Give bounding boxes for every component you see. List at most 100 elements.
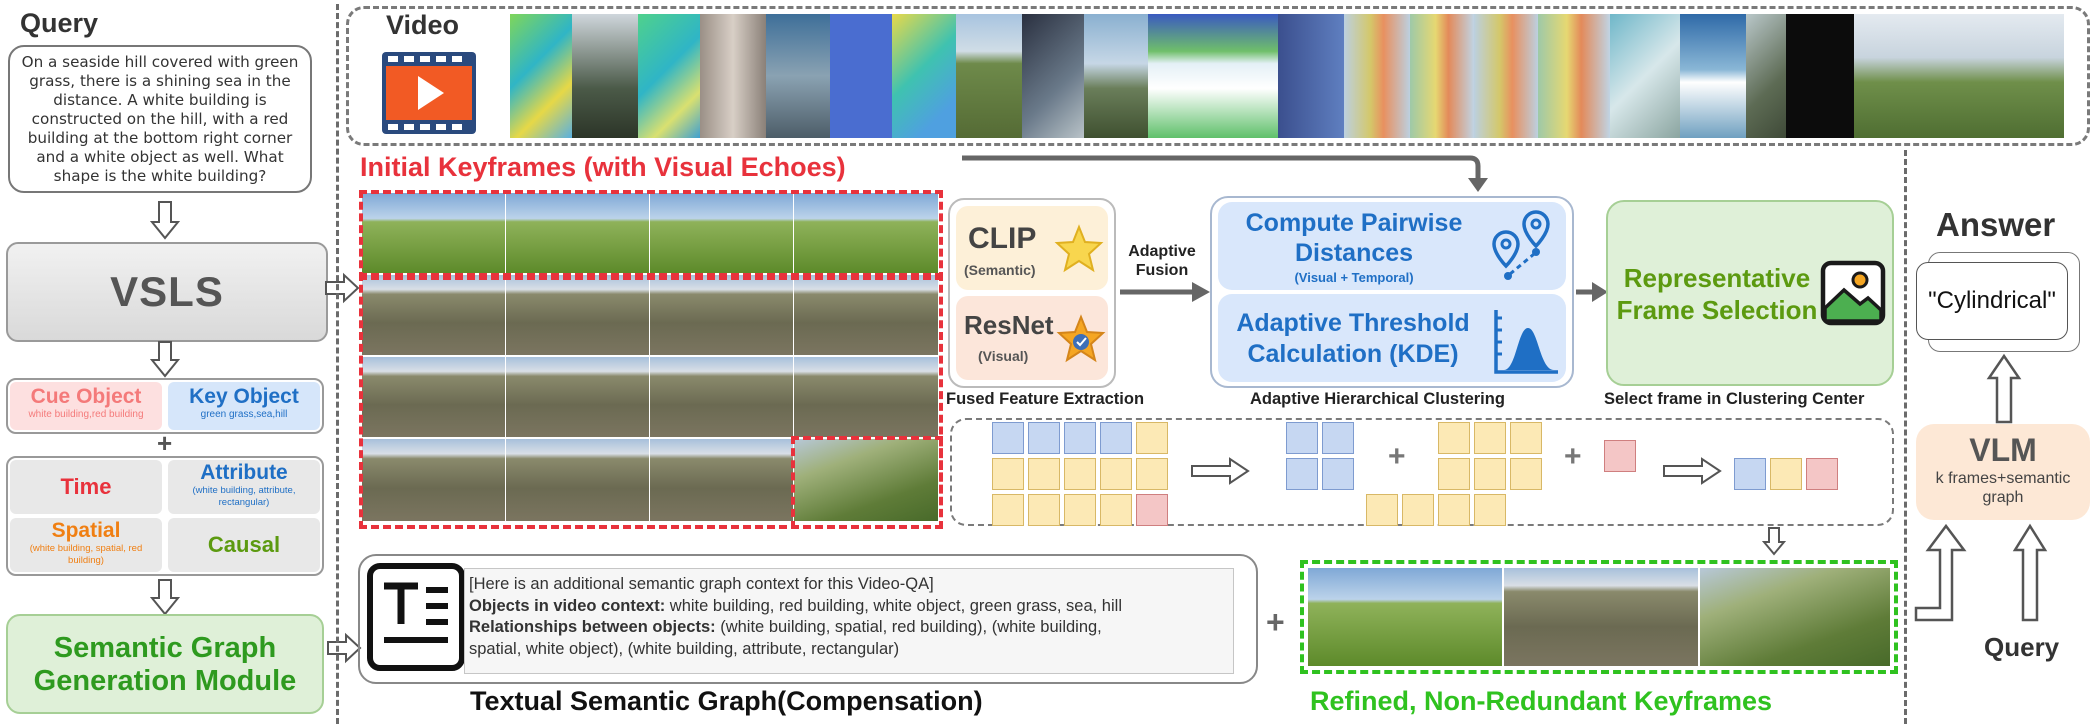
frame-square xyxy=(1474,494,1506,526)
keyframe xyxy=(794,357,938,437)
video-frame xyxy=(1344,14,1410,138)
video-frame xyxy=(1410,14,1474,138)
key-object-items: green grass,sea,hill xyxy=(200,409,288,420)
vsls-label: VSLS xyxy=(110,268,224,315)
keyframe xyxy=(362,193,505,273)
semantic-graph-objects: Objects in video context: white building… xyxy=(469,596,1229,618)
plus-sign-graph: + xyxy=(1266,604,1285,640)
frame-square xyxy=(1136,422,1168,454)
attribute-box: Attribute (white building, attribute, re… xyxy=(168,460,320,514)
video-frame xyxy=(510,14,572,138)
arrow-grid-to-clusters xyxy=(1191,457,1250,485)
threshold-line1: Adaptive Threshold xyxy=(1236,309,1470,337)
arrow-sgg-to-graph xyxy=(327,632,362,664)
frame-square xyxy=(1322,422,1354,454)
video-frame xyxy=(1854,14,2064,138)
pairwise-sub: (Visual + Temporal) xyxy=(1294,270,1414,285)
keyframe xyxy=(794,275,938,355)
resnet-box: ResNet (Visual) xyxy=(956,296,1108,380)
frame-square xyxy=(1028,494,1060,526)
query-box: On a seaside hill covered with green gra… xyxy=(8,45,312,193)
refined-keyframe xyxy=(1308,568,1502,666)
relations-line2: spatial, white object), (white building,… xyxy=(469,639,900,658)
cue-object-items: white building,red building xyxy=(28,409,144,420)
pairwise-box: Compute Pairwise Distances (Visual + Tem… xyxy=(1218,202,1566,290)
causal-box: Causal xyxy=(168,518,320,572)
video-frame xyxy=(1786,14,1854,138)
frame-square xyxy=(1064,422,1096,454)
frame-square xyxy=(1136,494,1168,526)
threshold-box: Adaptive Threshold Calculation (KDE) xyxy=(1218,294,1566,382)
video-frame xyxy=(1084,14,1148,138)
star-icon xyxy=(1054,224,1104,273)
adaptive-fusion-label: Adaptive Fusion xyxy=(1118,242,1206,280)
vlm-box: VLM k frames+semantic graph xyxy=(1916,424,2090,520)
fused-feature-caption: Fused Feature Extraction xyxy=(946,390,1145,408)
frame-square xyxy=(1366,494,1398,526)
frame-square xyxy=(1028,458,1060,490)
relations-value: (white building, spatial, red building),… xyxy=(715,618,1102,636)
arrow-to-clustering xyxy=(962,155,1488,192)
sgg-line1: Semantic Graph xyxy=(53,632,277,664)
arrow-vsls-to-keyframes xyxy=(325,272,360,304)
video-frame xyxy=(956,14,1022,138)
frame-square xyxy=(1136,458,1168,490)
arrow-refined-to-vlm xyxy=(1914,523,1967,622)
video-frame xyxy=(830,14,892,138)
arrow-fusion xyxy=(1120,282,1210,302)
keyframe xyxy=(650,357,793,437)
frame-square xyxy=(1510,458,1542,490)
video-frame xyxy=(1680,14,1746,138)
plus-sign: + xyxy=(1564,440,1582,473)
relations-panel xyxy=(6,456,324,576)
vsls-box: VSLS xyxy=(6,242,328,342)
keyframe xyxy=(650,275,793,355)
refined-keyframe xyxy=(1504,568,1698,666)
frame-square xyxy=(1286,458,1318,490)
arrow-vlm-to-answer xyxy=(1986,353,2022,424)
document-text-icon xyxy=(367,563,465,671)
image-icon xyxy=(1820,260,1886,326)
objects-label: Objects in video context: xyxy=(469,596,666,615)
semantic-graph-relations: Relationships between objects: (white bu… xyxy=(469,617,1229,639)
arrow-relations-to-sgg xyxy=(150,579,180,616)
time-box: Time xyxy=(10,460,162,514)
frame-square xyxy=(1286,422,1318,454)
objects-panel xyxy=(6,378,324,434)
frame-square xyxy=(992,422,1024,454)
video-frame xyxy=(892,14,956,138)
semantic-graph-caption: Textual Semantic Graph(Compensation) xyxy=(470,686,983,716)
separator-left xyxy=(336,4,339,724)
objects-value: white building, red building, white obje… xyxy=(665,596,1122,615)
answer-box: "Cylindrical" xyxy=(1916,262,2068,340)
frame-square xyxy=(1322,458,1354,490)
threshold-line2: Calculation (KDE) xyxy=(1247,340,1459,368)
frame-square xyxy=(1770,458,1802,490)
keyframe-grid xyxy=(359,190,943,529)
frame-square xyxy=(1474,422,1506,454)
arrow-to-refined xyxy=(1762,527,1786,556)
frame-square xyxy=(1028,422,1060,454)
answer-title: Answer xyxy=(1936,206,2056,243)
frame-square xyxy=(1438,494,1470,526)
echo-group-outline xyxy=(791,436,943,529)
frame-square xyxy=(1100,494,1132,526)
answer-value: "Cylindrical" xyxy=(1928,287,2056,314)
keyframe xyxy=(650,439,793,521)
clip-sub: (Semantic) xyxy=(964,262,1036,278)
selection-box: Representative Frame Selection xyxy=(1606,200,1894,386)
star-check-icon xyxy=(1056,314,1106,363)
keyframe xyxy=(506,439,649,521)
echo-group-outline xyxy=(359,273,943,529)
spatial-label: Spatial xyxy=(51,519,121,542)
video-frame xyxy=(572,14,638,138)
relations-label: Relationships between objects: xyxy=(469,618,716,636)
keyframe xyxy=(650,193,793,273)
adaptive-fusion-line1: Adaptive xyxy=(1128,243,1196,260)
frame-square xyxy=(1510,422,1542,454)
video-icon xyxy=(380,50,478,141)
initial-keyframes-label: Initial Keyframes (with Visual Echoes) xyxy=(360,152,846,182)
key-object-title: Key Object xyxy=(189,385,299,408)
adaptive-fusion-line2: Fusion xyxy=(1135,262,1189,279)
attribute-detail: (white building, attribute, rectangular) xyxy=(192,485,296,508)
